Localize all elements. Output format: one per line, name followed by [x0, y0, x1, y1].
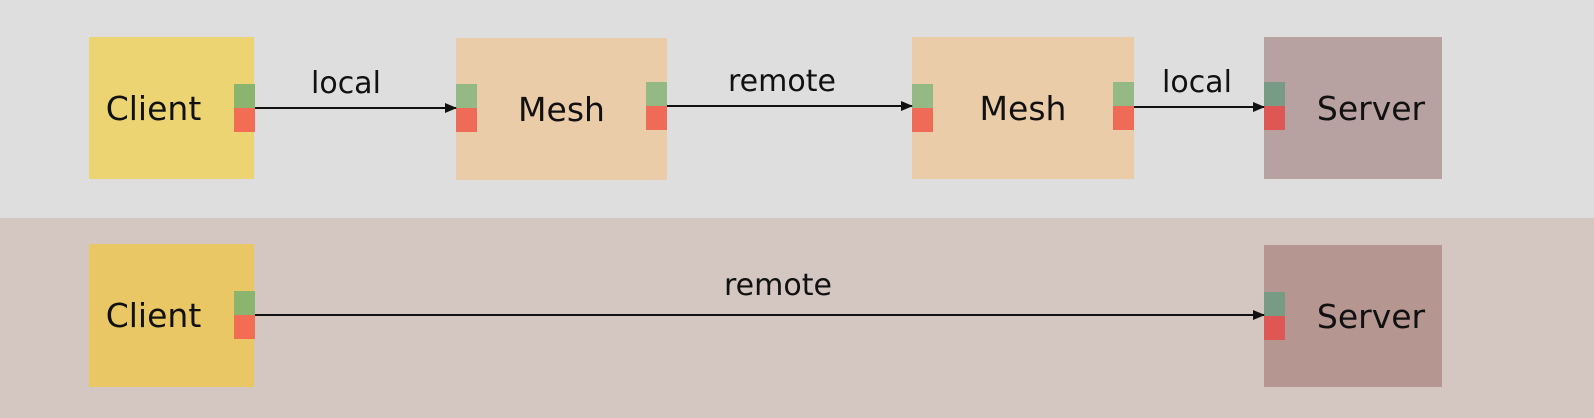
top-mesh-node-right: Mesh [912, 37, 1134, 179]
top-server-label: Server [1316, 88, 1426, 128]
top-client-red-port [234, 108, 255, 132]
top-client-node: Client [89, 37, 254, 179]
mesh-right-input-red-port [912, 108, 933, 132]
top-server-green-port [1264, 82, 1285, 106]
bottom-server-node: Server [1264, 245, 1442, 387]
mesh-right-output-red-port [1113, 106, 1134, 130]
mesh-left-output-green-port [646, 82, 667, 106]
top-client-label: Client [105, 88, 202, 128]
top-server-node: Server [1264, 37, 1442, 179]
top-mesh-left-label: Mesh [518, 89, 605, 129]
top-edge-local-label-left: local [311, 66, 381, 101]
bottom-client-red-port [234, 315, 255, 339]
top-server-red-port [1264, 106, 1285, 130]
bottom-server-green-port [1264, 292, 1285, 316]
bottom-server-red-port [1264, 316, 1285, 340]
top-client-green-port [234, 84, 255, 108]
bottom-client-green-port [234, 291, 255, 315]
top-edge-local-label-right: local [1162, 65, 1232, 100]
bottom-client-node: Client [89, 244, 254, 387]
mesh-right-output-green-port [1113, 82, 1134, 106]
bottom-server-label: Server [1316, 296, 1426, 336]
top-mesh-right-label: Mesh [979, 88, 1067, 128]
mesh-left-input-green-port [456, 84, 477, 108]
mesh-left-input-red-port [456, 108, 477, 132]
top-edge-remote-label: remote [728, 64, 836, 99]
mesh-left-output-red-port [646, 106, 667, 130]
mesh-right-input-green-port [912, 84, 933, 108]
bottom-client-label: Client [105, 296, 202, 335]
top-mesh-node-left: Mesh [456, 38, 667, 180]
bottom-edge-remote-label: remote [724, 268, 832, 303]
